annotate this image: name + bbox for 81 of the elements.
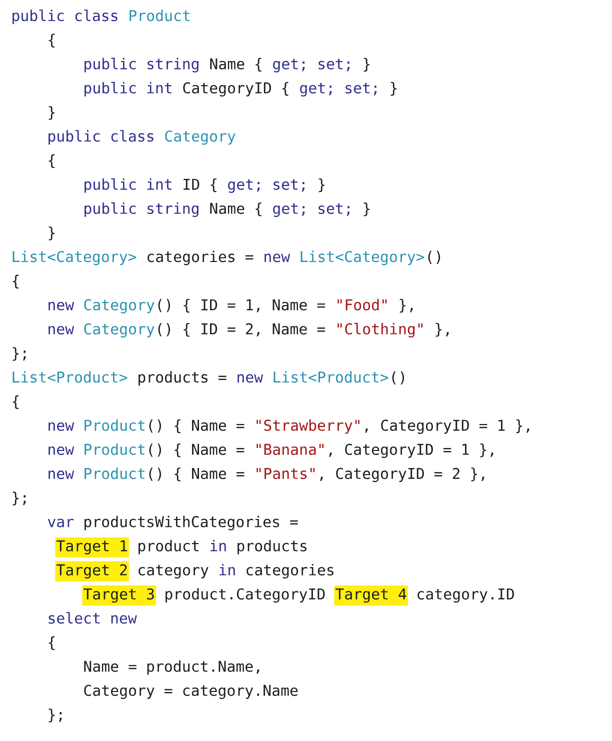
code-text: Name {: [210, 58, 262, 72]
type-name: List<Category>: [300, 250, 424, 266]
code-text: };: [12, 492, 26, 506]
code-text: productsWithCategories =: [84, 516, 298, 530]
code-text: () { ID = 1, Name =: [158, 298, 325, 313]
answer-field: Target 4: [334, 586, 408, 606]
code-text: };: [48, 708, 62, 722]
type-name: Category: [165, 130, 236, 145]
code-text: () { ID = 2, Name =: [158, 322, 325, 337]
code-text: },: [400, 298, 413, 313]
code-text: , CategoryID = 1 },: [329, 443, 494, 458]
keyword: public class: [12, 10, 118, 24]
keyword: new: [238, 374, 264, 383]
code-text: {: [48, 34, 55, 48]
code-text: (): [392, 371, 404, 384]
code-text: product.CategoryID: [166, 588, 325, 603]
code-text: ID {: [184, 178, 216, 192]
keyword: new: [48, 446, 74, 455]
code-text: categories: [246, 564, 334, 578]
code-text: }: [318, 178, 325, 192]
keyword: public int: [84, 178, 172, 193]
type-name: List<Product>: [274, 371, 388, 383]
code-text: (): [428, 250, 440, 264]
code-text: Category = category.Name: [84, 684, 298, 699]
code-text: products: [238, 540, 306, 554]
code-text: };: [12, 347, 26, 361]
code-text: }: [48, 226, 55, 240]
keyword: new: [48, 422, 74, 431]
answer-field: Target 3: [82, 585, 156, 606]
type-name: List<Product>: [12, 371, 128, 383]
code-text: products =: [138, 371, 226, 386]
code-text: }: [364, 202, 370, 216]
code-text: category: [138, 564, 208, 578]
type-name: Category: [84, 323, 154, 338]
code-text: },: [436, 322, 449, 337]
keyword: in: [220, 564, 235, 576]
keyword: get; set;: [300, 82, 376, 96]
keyword: new: [264, 254, 290, 262]
code-text: {: [48, 154, 55, 168]
type-name: List<Category>: [12, 250, 136, 266]
type-name: Product: [130, 10, 190, 22]
code-text: {: [48, 636, 55, 650]
string-literal: "Banana": [256, 444, 324, 455]
code-text: () { Name =: [149, 468, 244, 482]
keyword: new: [48, 326, 74, 334]
keyword: var: [48, 518, 74, 528]
keyword: get; set;: [273, 203, 350, 217]
code-text: , CategoryID = 2 },: [320, 468, 484, 482]
type-name: Product: [84, 468, 145, 480]
code-text: {: [12, 274, 19, 289]
code-text: }: [48, 106, 55, 120]
keyword: public class: [48, 130, 154, 145]
keyword: public int: [84, 82, 172, 96]
type-name: Category: [84, 299, 154, 314]
code-text: }: [364, 58, 370, 72]
keyword: get; set;: [273, 58, 350, 72]
string-literal: "Clothing": [338, 322, 422, 338]
code-text: () { Name =: [149, 419, 244, 434]
keyword: public string: [84, 202, 198, 217]
keyword: public string: [84, 58, 198, 72]
string-literal: "Pants": [256, 468, 315, 480]
code-text: }: [390, 82, 397, 96]
answer-field: Target 1: [55, 537, 129, 558]
string-literal: "Strawberry": [256, 419, 360, 434]
code-text: () { Name =: [149, 443, 244, 458]
code-text: product: [138, 540, 199, 554]
answer-field: Target 2: [55, 561, 129, 582]
keyword: new: [48, 470, 74, 480]
code-text: categories =: [148, 250, 254, 266]
keyword: in: [210, 540, 226, 552]
type-name: Product: [84, 443, 145, 455]
type-name: Product: [84, 419, 145, 431]
code-text: CategoryID {: [183, 82, 288, 96]
code-text: , CategoryID = 1 },: [365, 419, 530, 434]
code-text: Name = product.Name,: [84, 660, 260, 675]
string-literal: "Food": [338, 298, 387, 310]
keyword: get; set;: [228, 179, 304, 193]
keyword: new: [48, 302, 74, 310]
code-text: {: [12, 395, 19, 410]
code-text: Name {: [210, 202, 262, 216]
keyword: select new: [48, 612, 137, 624]
